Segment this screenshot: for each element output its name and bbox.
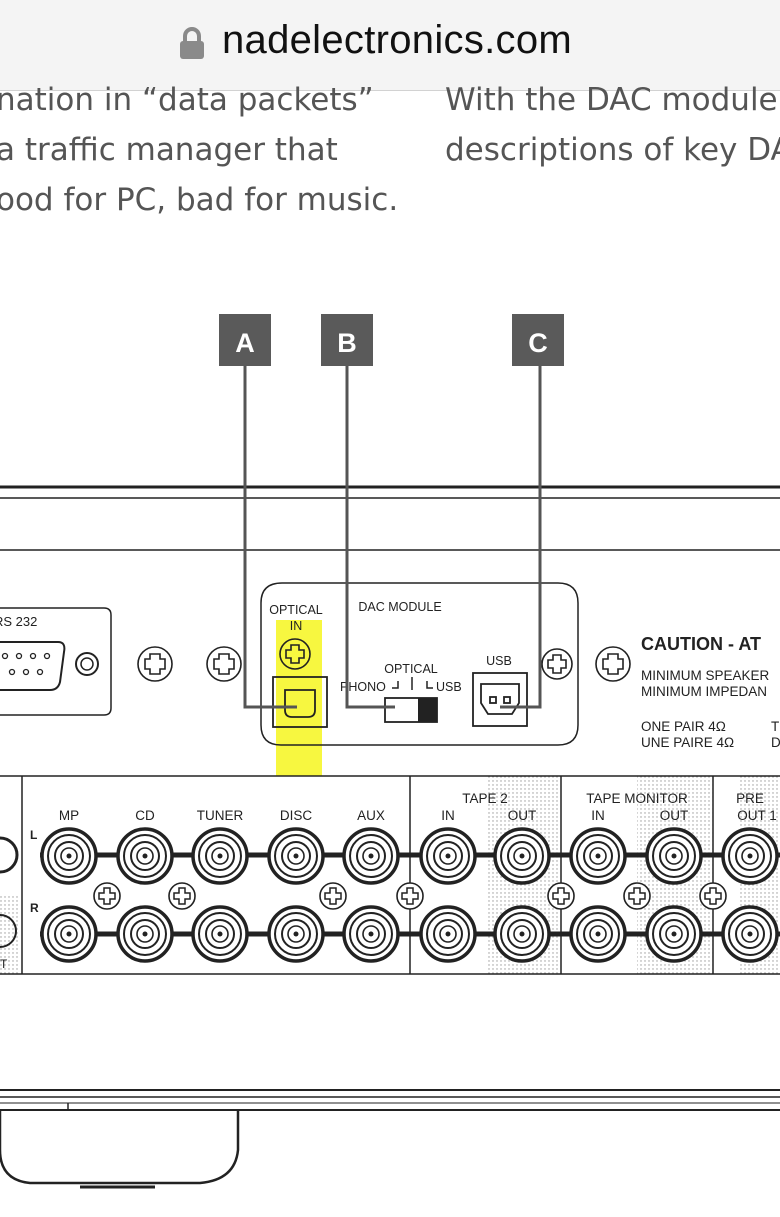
rca-jack [342, 905, 400, 963]
article-line: ood for PC, bad for music. [0, 182, 399, 218]
switch-optical-label: OPTICAL [384, 662, 438, 676]
svg-text:CD: CD [135, 808, 155, 823]
rca-jack [116, 905, 174, 963]
svg-text:B: B [337, 328, 357, 358]
svg-text:CAUTION - AT: CAUTION - AT [641, 634, 761, 654]
rca-jack [569, 827, 627, 885]
svg-text:MINIMUM IMPEDAN: MINIMUM IMPEDAN [641, 684, 767, 699]
screw-icon [206, 646, 242, 682]
screw-icon [541, 648, 573, 680]
rs232-label: RS 232 [0, 614, 37, 629]
lock-icon [180, 27, 204, 59]
rca-jack [191, 905, 249, 963]
callout-a: A [219, 314, 271, 366]
screw-icons [137, 646, 631, 682]
svg-text:MINIMUM SPEAKER: MINIMUM SPEAKER [641, 668, 770, 683]
switch-ticks [392, 677, 433, 690]
screw-icon [396, 882, 424, 910]
article-text-right: With the DAC module n descriptions of ke… [445, 75, 780, 175]
svg-text:TAPE 2: TAPE 2 [462, 791, 508, 806]
rca-jack [267, 905, 325, 963]
rs232-port: RS 232 [0, 607, 112, 716]
rca-jack [342, 827, 400, 885]
svg-text:TUNER: TUNER [197, 808, 244, 823]
svg-text:T: T [0, 957, 8, 971]
svg-text:C: C [528, 328, 548, 358]
screw-icon [319, 882, 347, 910]
screw-icon [547, 882, 575, 910]
article-line: With the DAC module n [445, 82, 780, 118]
url-text[interactable]: nadelectronics.com [222, 18, 573, 62]
rca-jack [721, 827, 779, 885]
rca-panel-screws [93, 882, 727, 910]
switch-usb-label: USB [436, 680, 462, 694]
svg-text:UNE PAIRE 4Ω: UNE PAIRE 4Ω [641, 735, 734, 750]
usb-label: USB [486, 654, 512, 668]
screw-icon [168, 882, 196, 910]
callout-b: B [321, 314, 373, 366]
screw-icon [623, 882, 651, 910]
article-line: a traffic manager that [0, 132, 338, 168]
screw-icon [279, 638, 311, 670]
rca-jack [267, 827, 325, 885]
article-line: nation in “data packets” [0, 82, 374, 118]
svg-text:OUT 1: OUT 1 [737, 808, 777, 823]
svg-text:AUX: AUX [357, 808, 385, 823]
chassis-top [0, 485, 780, 551]
optical-in-label-2: IN [290, 619, 303, 633]
rca-jack [419, 827, 477, 885]
svg-text:T: T [771, 719, 779, 734]
svg-text:L: L [30, 828, 37, 842]
rca-jacks [40, 827, 779, 963]
rca-jack [645, 905, 703, 963]
svg-text:DISC: DISC [280, 808, 313, 823]
callout-leaders [243, 360, 542, 709]
article-line: descriptions of key DAC [445, 132, 780, 168]
optical-in-label: OPTICAL [269, 603, 323, 617]
rca-input-panel: T L R MP CD TUNER DISC AUX TAPE 2 IN OUT… [0, 775, 780, 975]
svg-text:MP: MP [59, 808, 79, 823]
screw-icon [93, 882, 121, 910]
dac-module-label: DAC MODULE [358, 600, 441, 614]
rca-jack [645, 827, 703, 885]
svg-text:OUT: OUT [660, 808, 689, 823]
rca-jack [721, 905, 779, 963]
svg-text:IN: IN [441, 808, 455, 823]
rca-jack [569, 905, 627, 963]
svg-text:A: A [235, 328, 255, 358]
switch-phono-label: PHONO [340, 680, 386, 694]
browser-address-bar[interactable]: nadelectronics.com [0, 0, 780, 91]
chassis-bottom [0, 1089, 780, 1189]
svg-text:OUT: OUT [508, 808, 537, 823]
usb-port [472, 672, 528, 727]
callout-c: C [512, 314, 564, 366]
svg-text:IN: IN [591, 808, 605, 823]
rca-jack [116, 827, 174, 885]
screw-icon [699, 882, 727, 910]
screw-icon [595, 646, 631, 682]
svg-text:R: R [30, 901, 39, 915]
rca-jack [493, 827, 551, 885]
caution-label: CAUTION - AT MINIMUM SPEAKER MINIMUM IMP… [641, 634, 780, 750]
svg-text:TAPE MONITOR: TAPE MONITOR [586, 791, 688, 806]
screw-icon [137, 646, 173, 682]
rca-jack [191, 827, 249, 885]
svg-text:PRE: PRE [736, 791, 764, 806]
svg-text:D: D [771, 735, 780, 750]
rca-jack [419, 905, 477, 963]
rca-jack [40, 905, 98, 963]
rca-jack [493, 905, 551, 963]
article-text-left: nation in “data packets” a traffic manag… [0, 75, 398, 225]
input-selector-switch [384, 697, 438, 723]
optical-input-jack [272, 676, 328, 728]
dac-module: DAC MODULE OPTICAL IN OPTICAL PHONO USB … [260, 582, 579, 746]
svg-text:ONE PAIR 4Ω: ONE PAIR 4Ω [641, 719, 726, 734]
rca-jack [40, 827, 98, 885]
